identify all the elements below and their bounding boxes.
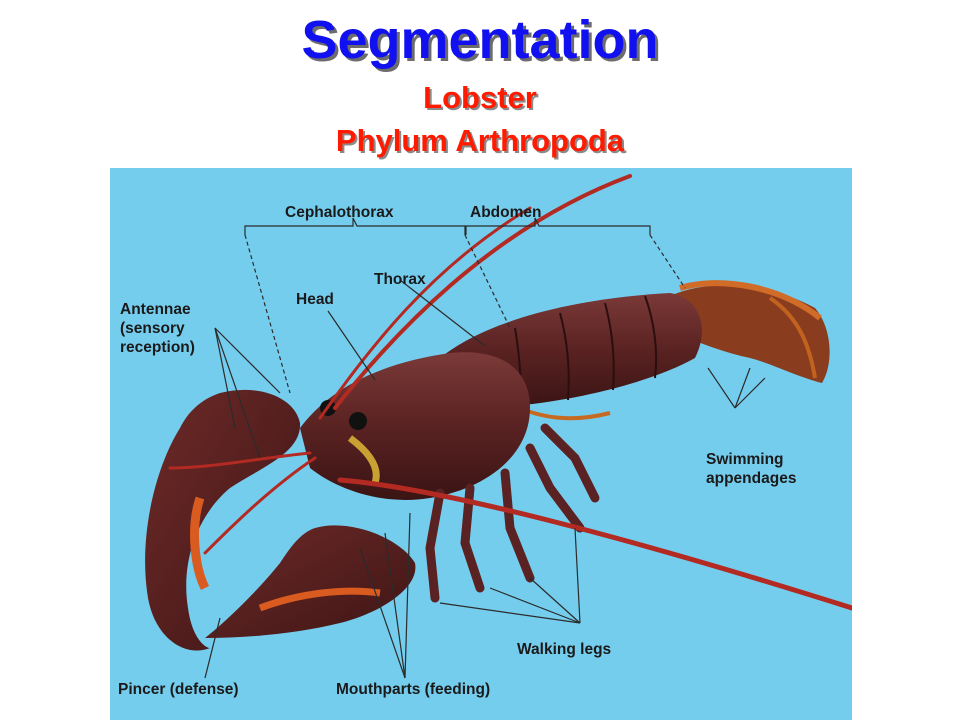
label-antennae-sensory: (sensory: [120, 320, 185, 337]
label-swimming: Swimming: [706, 451, 784, 468]
label-mouthparts: Mouthparts (feeding): [336, 681, 491, 698]
label-cephalothorax: Cephalothorax: [285, 204, 394, 221]
label-walking-legs: Walking legs: [517, 641, 612, 658]
label-abdomen: Abdomen: [470, 204, 542, 221]
label-pincer: Pincer (defense): [118, 681, 239, 698]
lobster-diagram: Cephalothorax Abdomen Thorax Head Antenn…: [110, 168, 852, 720]
tail-fan: [670, 280, 830, 383]
label-swimming-appendages: appendages: [706, 470, 797, 487]
label-antennae-reception: reception): [120, 339, 195, 356]
walking-legs: [425, 423, 600, 603]
subtitle-lobster: Lobster: [423, 80, 537, 115]
antennae: [168, 174, 852, 611]
page-title: Segmentation: [301, 10, 659, 70]
leader-lines: [204, 217, 766, 679]
subtitle-phylum: Phylum Arthropoda: [335, 123, 625, 158]
label-thorax: Thorax: [374, 271, 426, 288]
label-head: Head: [296, 291, 334, 308]
pincer-claw: [145, 389, 416, 651]
cephalothorax-body: [300, 352, 530, 500]
lobster-illustration: [145, 174, 852, 679]
label-antennae: Antennae: [120, 301, 191, 318]
